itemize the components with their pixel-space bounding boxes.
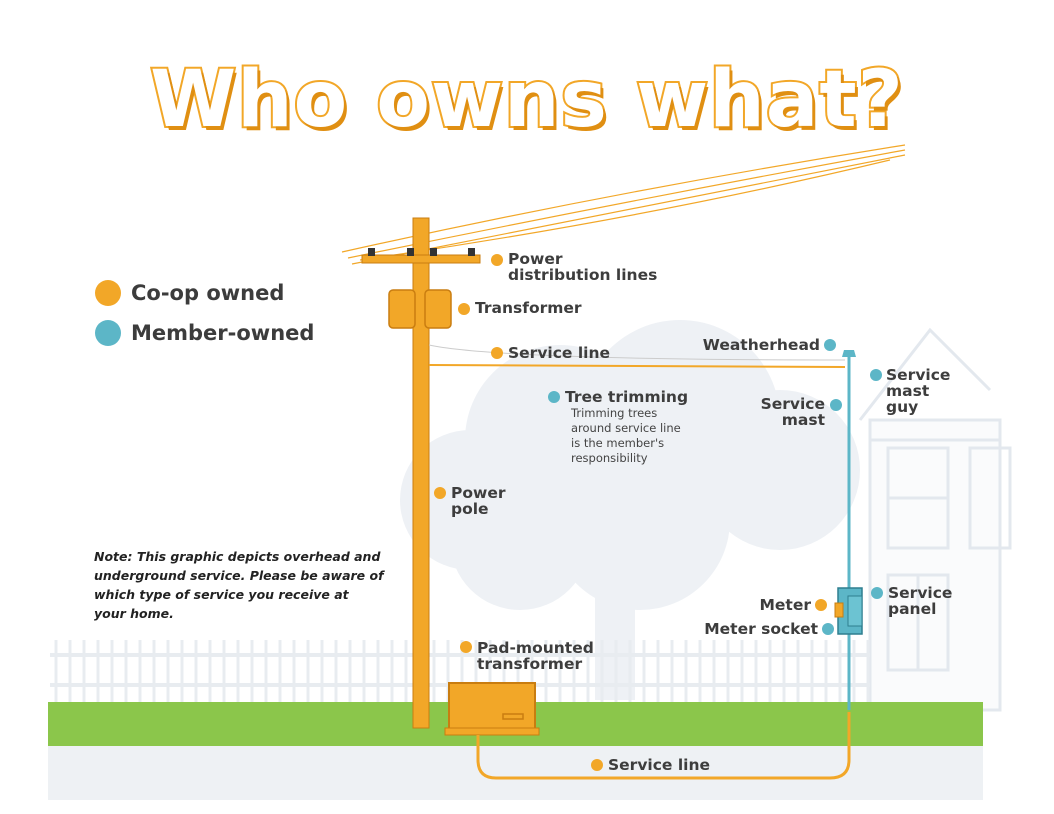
transformer-label: Transformer: [475, 299, 582, 317]
weatherhead-label: Weatherhead: [702, 336, 820, 354]
meter-socket-label: Meter socket: [704, 620, 818, 638]
service-line-overhead-label: Service line: [508, 344, 611, 362]
service-note: Note: This graphic depicts overhead and …: [94, 549, 384, 621]
meter-label: Meter: [759, 596, 811, 614]
service-mast-guy-dot: [870, 369, 882, 381]
power-distribution-lines-label: Power distribution lines: [508, 250, 658, 284]
page-title: Who owns what?: [148, 53, 905, 147]
power-pole-dot: [434, 487, 446, 499]
tree-trimming-note: Trimming trees around service line is th…: [571, 406, 681, 465]
legend-member-label: Member-owned: [131, 321, 315, 345]
tree-trimming-label: Tree trimming: [565, 388, 689, 406]
member-swatch: [95, 320, 121, 346]
meter-shape: [834, 602, 844, 618]
house-illustration: [858, 327, 1012, 712]
power-pole-label: Power pole: [451, 484, 506, 518]
pole-transformer-shape: [388, 289, 452, 329]
pad-transformer-dot: [460, 641, 472, 653]
power-lines-dot: [491, 254, 503, 266]
fence-illustration: [50, 653, 870, 687]
weatherhead-dot: [824, 339, 836, 351]
service-panel-dot: [871, 587, 883, 599]
service-mast-label: Service mast: [760, 395, 825, 429]
transformer-dot: [458, 303, 470, 315]
crossarm: [361, 254, 481, 264]
service-panel-label: Service panel: [888, 584, 953, 618]
legend-coop-label: Co-op owned: [131, 281, 285, 305]
legend-member: Member-owned: [95, 320, 314, 346]
meter-socket-dot: [822, 623, 834, 635]
service-mast-dot: [830, 399, 842, 411]
power-pole-shape: [412, 217, 430, 729]
service-mast-guy-label: Service mast guy: [886, 366, 951, 416]
soil-strip: [48, 746, 983, 800]
service-line-underground-label: Service line: [608, 756, 711, 774]
tree-trimming-dot: [548, 391, 560, 403]
meter-socket-shape: [847, 595, 863, 627]
service-line-overhead-dot: [491, 347, 503, 359]
pad-transformer-shape: [448, 682, 536, 732]
legend-coop: Co-op owned: [95, 280, 284, 306]
meter-dot: [815, 599, 827, 611]
coop-swatch: [95, 280, 121, 306]
weatherhead-shape: [842, 350, 856, 357]
tree-illustration: [400, 320, 860, 700]
overhead-service-line: [428, 364, 846, 368]
underground-service-line: [476, 712, 851, 780]
service-line-underground-dot: [591, 759, 603, 771]
pad-mounted-transformer-label: Pad-mounted transformer: [477, 639, 594, 673]
